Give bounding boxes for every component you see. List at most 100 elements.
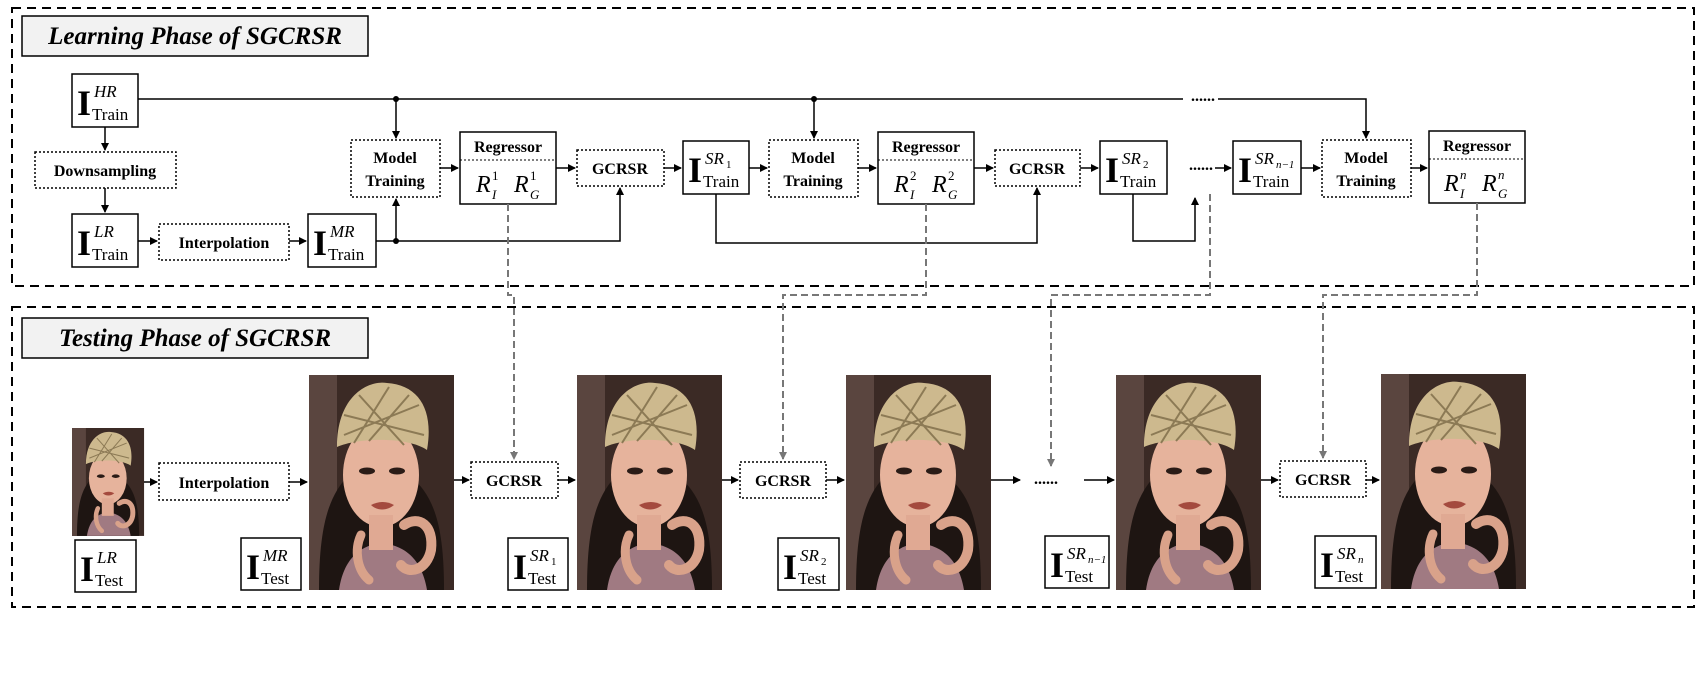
learning-ellipsis-top: ...... (1191, 88, 1215, 105)
svg-text:n−1: n−1 (1088, 554, 1106, 566)
svg-text:Training: Training (365, 173, 424, 190)
learning-interpolation-box: Interpolation (158, 223, 290, 261)
svg-text:I: I (909, 187, 915, 202)
downsampling-box: Downsampling (34, 151, 177, 189)
testing-interpolation-box: Interpolation (158, 462, 290, 501)
svg-text:GCRSR: GCRSR (1009, 161, 1065, 178)
svg-text:HR: HR (93, 82, 117, 101)
svg-text:2: 2 (910, 168, 917, 183)
learning-gcrsr-box-1: GCRSR (576, 149, 665, 187)
svg-text:R: R (513, 172, 529, 198)
svg-text:1: 1 (530, 168, 537, 183)
svg-text:SR: SR (800, 546, 820, 565)
svg-text:I: I (1459, 186, 1465, 201)
svg-text:I: I (246, 547, 260, 587)
model-training-box-1: Model Training (350, 139, 441, 198)
svg-text:G: G (1498, 186, 1508, 201)
svg-text:Regressor: Regressor (474, 139, 542, 156)
svg-text:n: n (1358, 554, 1364, 566)
testing-gcrsr-box-n: GCRSR (1279, 460, 1367, 498)
svg-text:G: G (530, 187, 540, 202)
svg-text:Train: Train (92, 245, 129, 264)
model-training-box-2: Model Training (768, 139, 859, 198)
i-train-sr2-box: I SR 2 Train (1099, 140, 1168, 195)
i-train-sr1-box: I SR 1 Train (682, 140, 750, 195)
svg-text:R: R (931, 172, 947, 198)
svg-text:n: n (1498, 167, 1505, 182)
svg-text:2: 2 (1143, 159, 1149, 171)
svg-text:Model: Model (373, 150, 417, 167)
svg-text:G: G (948, 187, 958, 202)
svg-text:R: R (475, 172, 491, 198)
svg-text:I: I (80, 549, 94, 589)
svg-text:GCRSR: GCRSR (1295, 472, 1351, 489)
svg-text:Test: Test (1335, 567, 1363, 586)
regressor-box-n: Regressor R I n R G n (1428, 130, 1526, 204)
svg-text:Training: Training (783, 173, 842, 190)
testing-connectors (144, 476, 1380, 486)
svg-text:1: 1 (492, 168, 499, 183)
svg-text:SR: SR (705, 149, 725, 168)
svg-text:I: I (1238, 150, 1252, 190)
i-train-mr-box: I MR Train (307, 213, 377, 268)
regressor-to-test-links (507, 194, 1478, 467)
test-sr1-image (577, 375, 722, 590)
svg-text:Learning Phase of SGCRSR: Learning Phase of SGCRSR (47, 23, 342, 50)
learning-phase-title: Learning Phase of SGCRSR (21, 15, 369, 57)
svg-text:R: R (893, 172, 909, 198)
svg-text:Training: Training (1336, 173, 1395, 190)
svg-text:Interpolation: Interpolation (179, 235, 270, 252)
svg-text:MR: MR (329, 222, 355, 241)
svg-text:LR: LR (96, 548, 117, 567)
svg-text:Testing Phase of SGCRSR: Testing Phase of SGCRSR (59, 325, 331, 352)
svg-text:n: n (1460, 167, 1467, 182)
svg-text:Test: Test (528, 569, 556, 588)
test-srn1-image (1116, 375, 1261, 590)
svg-text:LR: LR (93, 222, 114, 241)
svg-text:Regressor: Regressor (1443, 138, 1511, 155)
svg-text:R: R (1481, 171, 1497, 197)
svg-text:SR: SR (1067, 544, 1087, 563)
svg-text:Model: Model (1344, 150, 1388, 167)
svg-text:Interpolation: Interpolation (179, 475, 270, 492)
svg-text:Downsampling: Downsampling (54, 163, 156, 180)
svg-text:I: I (688, 150, 702, 190)
svg-text:Test: Test (1065, 567, 1093, 586)
svg-text:I: I (77, 223, 91, 263)
testing-phase-title: Testing Phase of SGCRSR (21, 317, 369, 359)
svg-text:I: I (513, 547, 527, 587)
testing-ellipsis: ...... (1034, 471, 1058, 488)
svg-text:SR: SR (1122, 149, 1142, 168)
learning-gcrsr-box-2: GCRSR (994, 149, 1081, 187)
svg-text:Train: Train (1253, 172, 1290, 191)
svg-text:I: I (77, 83, 91, 123)
svg-text:GCRSR: GCRSR (592, 161, 648, 178)
test-lr-image (72, 428, 144, 536)
svg-text:SR: SR (1255, 149, 1275, 168)
svg-text:Test: Test (798, 569, 826, 588)
svg-text:Train: Train (328, 245, 365, 264)
svg-text:I: I (1320, 545, 1334, 585)
test-mr-image (309, 375, 454, 590)
svg-text:Regressor: Regressor (892, 139, 960, 156)
svg-text:SR: SR (1337, 544, 1357, 563)
regressor-box-2: Regressor R I 2 R G 2 (877, 131, 975, 205)
svg-text:I: I (1050, 545, 1064, 585)
learning-connectors (101, 96, 1428, 245)
regressor-box-1: Regressor R I 1 R G 1 (459, 131, 557, 205)
svg-text:Model: Model (791, 150, 835, 167)
svg-text:Test: Test (95, 571, 123, 590)
i-train-lr-box: I LR Train (71, 213, 139, 268)
svg-text:Train: Train (1120, 172, 1157, 191)
svg-text:1: 1 (551, 556, 557, 568)
testing-gcrsr-box-2: GCRSR (739, 461, 827, 499)
i-train-srn1-box: I SR n−1 Train (1232, 140, 1302, 195)
svg-text:SR: SR (530, 546, 550, 565)
svg-text:I: I (1105, 150, 1119, 190)
svg-text:GCRSR: GCRSR (486, 473, 542, 490)
svg-text:R: R (1443, 171, 1459, 197)
i-test-sr1-label: I SR 1 Test (507, 537, 569, 591)
svg-text:I: I (783, 547, 797, 587)
svg-text:I: I (491, 187, 497, 202)
